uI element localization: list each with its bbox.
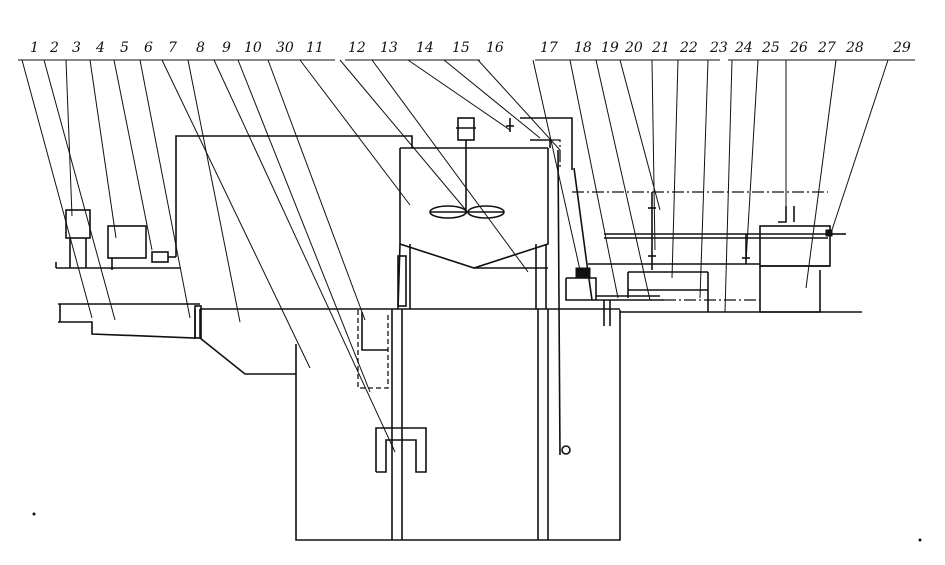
callout-label-15: 15 [452, 40, 470, 56]
callout-label-27: 27 [817, 40, 836, 56]
callout-label-10: 10 [244, 40, 262, 56]
scan-specks [32, 512, 922, 542]
callout-label-29: 29 [892, 40, 911, 56]
callout-label-24: 24 [734, 40, 753, 56]
ground-line [58, 303, 862, 313]
callout-label-22: 22 [679, 40, 698, 56]
callout-label-16: 16 [486, 40, 504, 56]
callout-label-7: 7 [168, 40, 177, 56]
callout-label-13: 13 [380, 40, 398, 56]
callout-label-20: 20 [624, 40, 643, 56]
callout-label-5: 5 [120, 40, 129, 56]
sludge-unit [759, 206, 846, 313]
agitator [429, 117, 505, 219]
callout-label-14: 14 [416, 40, 434, 56]
callout-label-11: 11 [306, 40, 324, 56]
leader-lines [21, 59, 889, 453]
callout-label-26: 26 [789, 40, 808, 56]
callout-label-2: 2 [49, 40, 59, 56]
callout-label-25: 25 [761, 40, 780, 56]
pump [557, 149, 597, 456]
callout-label-3: 3 [72, 40, 81, 56]
grit-basin [199, 309, 296, 375]
dashed-chamber [357, 310, 389, 389]
callout-label-28: 28 [845, 40, 864, 56]
callout-label-19: 19 [601, 40, 619, 56]
pipe-network [572, 191, 828, 326]
callout-label-23: 23 [709, 40, 728, 56]
callout-label-12: 12 [348, 40, 366, 56]
callout-label-4: 4 [95, 40, 105, 56]
u-trap [375, 427, 427, 473]
dosing-equipment [55, 135, 413, 270]
top-valves [506, 117, 573, 170]
callout-label-8: 8 [196, 40, 205, 56]
callout-label-1: 1 [30, 40, 39, 56]
callout-label-30: 30 [276, 40, 294, 56]
callout-label-6: 6 [144, 40, 153, 56]
callout-label-21: 21 [651, 40, 670, 56]
inlet-channel [58, 304, 202, 339]
underground-tank [295, 309, 621, 541]
callout-label-18: 18 [574, 40, 592, 56]
callout-labels: 1 2 3 4 5 6 7 8 9 10 30 11 12 13 14 15 1… [30, 40, 911, 56]
reaction-tank [397, 147, 549, 310]
callout-label-9: 9 [222, 40, 231, 56]
callout-label-17: 17 [540, 40, 558, 56]
